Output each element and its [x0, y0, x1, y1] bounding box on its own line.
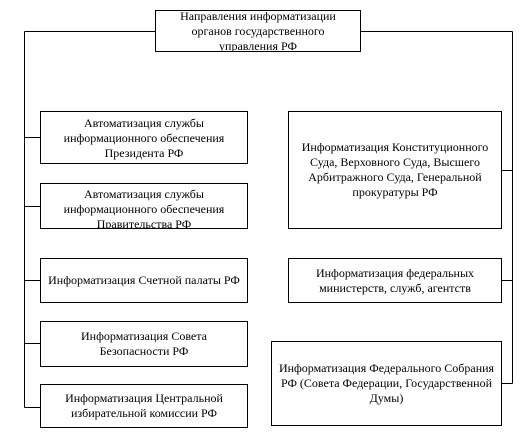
node-ministries: Информатизация федеральных министерств, … [288, 258, 502, 303]
node-ministries-label: Информатизация федеральных министерств, … [315, 265, 475, 295]
node-security-council: Информатизация Совета Безопасности РФ [40, 321, 248, 367]
node-federal-assembly-label: Информатизация Федерального Собрания РФ … [278, 361, 495, 405]
node-security-council-label: Информатизация Совета Безопасности РФ [81, 329, 207, 358]
node-courts-label: Информатизация Конституционного Суда, Ве… [301, 140, 489, 199]
node-president-label: Автоматизация службы информационного обе… [63, 116, 225, 160]
node-courts: Информатизация Конституционного Суда, Ве… [288, 111, 502, 229]
root-node-label: Направления информатизации органов госуд… [180, 10, 336, 52]
node-election-commission-label: Информатизация Центральной избирательной… [65, 391, 223, 420]
node-accounts-chamber: Информатизация Счетной палаты РФ [40, 258, 248, 303]
node-president: Автоматизация службы информационного обе… [40, 111, 248, 164]
node-government: Автоматизация службы информационного обе… [40, 183, 248, 229]
node-federal-assembly: Информатизация Федерального Собрания РФ … [271, 341, 502, 426]
node-government-label: Автоматизация службы информационного обе… [63, 187, 225, 229]
root-node: Направления информатизации органов госуд… [155, 10, 361, 52]
node-election-commission: Информатизация Центральной избирательной… [40, 384, 248, 428]
node-accounts-chamber-label: Информатизация Счетной палаты РФ [48, 273, 240, 287]
